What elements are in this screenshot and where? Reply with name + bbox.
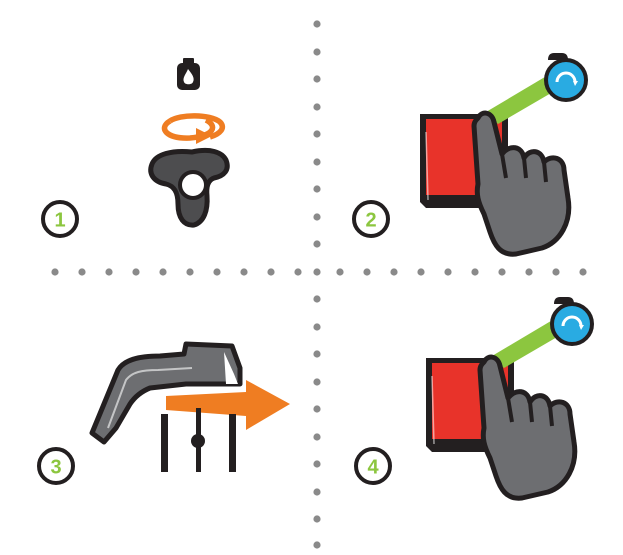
valve-knob-icon	[148, 147, 230, 228]
burner-control-lever-icon	[89, 341, 243, 445]
step-4-number: 4	[367, 457, 379, 479]
step-2-badge: 2	[352, 200, 390, 238]
step-2-panel: 2	[352, 53, 586, 254]
press-ignition-button-icon	[420, 53, 586, 254]
step-3-number: 3	[50, 457, 61, 479]
step-4-panel: 4	[354, 297, 592, 498]
gas-cylinder-icon	[177, 58, 200, 90]
step-3-badge: 3	[37, 447, 75, 485]
rotate-arrow-icon	[161, 113, 226, 144]
step-1-badge: 1	[41, 200, 79, 238]
vertical-dotted-divider	[313, 20, 321, 549]
step-2-number: 2	[365, 210, 376, 232]
step-4-badge: 4	[354, 447, 392, 485]
step-3-panel: 3	[37, 341, 290, 485]
step-1-panel: 1	[41, 58, 230, 238]
step-1-number: 1	[54, 210, 65, 232]
slide-arrow-icon	[166, 380, 290, 430]
horizontal-dotted-divider	[51, 268, 587, 276]
control-bars-icon	[161, 408, 236, 472]
press-ignition-button-icon-2	[426, 297, 592, 498]
